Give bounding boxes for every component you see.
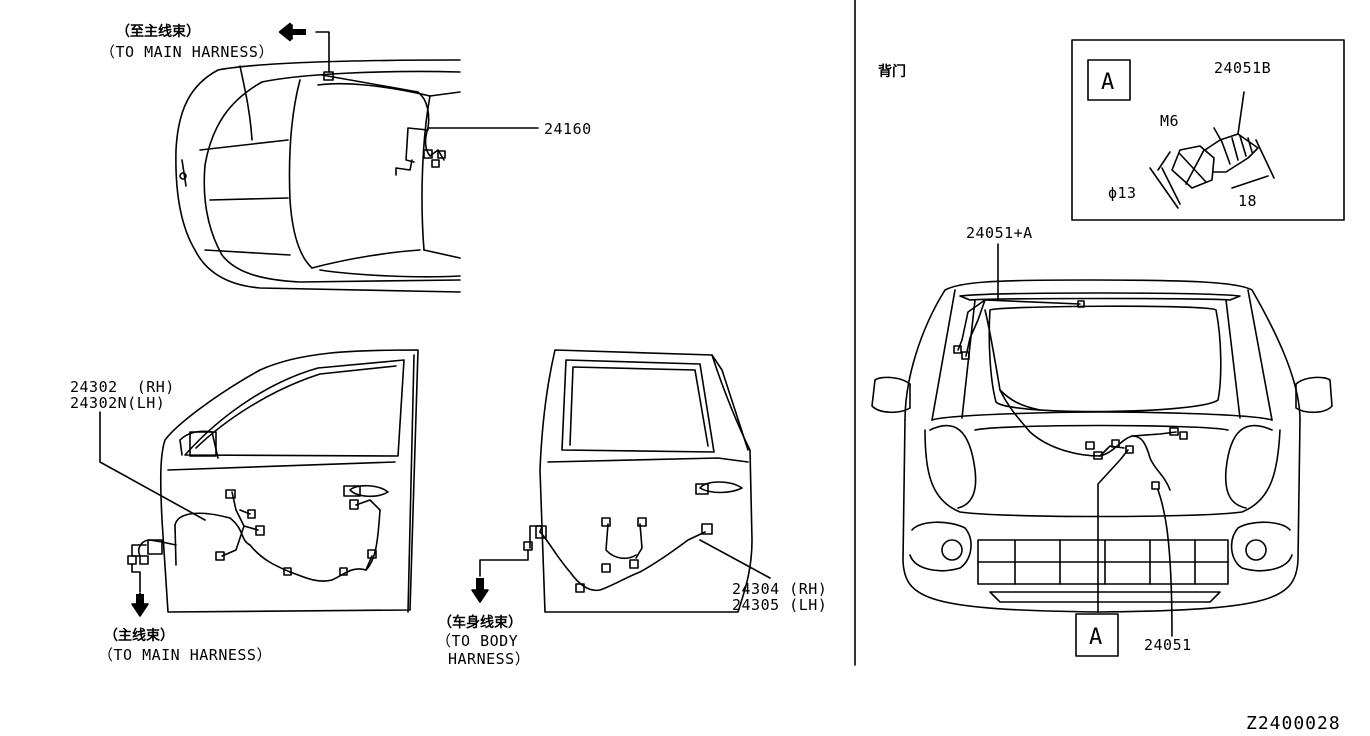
bolt-drawing: [1149, 91, 1275, 209]
front-main-harness-en: （TO MAIN HARNESS）: [98, 646, 272, 664]
hood-part-number: 24160: [544, 120, 592, 138]
top-main-harness-en: （TO MAIN HARNESS）: [100, 43, 274, 61]
detail-box: [1071, 39, 1345, 221]
top-main-harness-cn: （至主线束）: [116, 23, 200, 40]
back-tag-leader: [1097, 449, 1129, 613]
rear-door-leader: [699, 539, 771, 579]
detail-tag: A: [1101, 70, 1114, 95]
back-part-leader: [1157, 489, 1173, 637]
bolt-diameter: ϕ13: [1108, 184, 1137, 202]
front-door-part-rh: 24302 (RH): [70, 378, 175, 396]
front-main-harness-cn: （主线束）: [104, 627, 174, 644]
bolt-length: 18: [1238, 192, 1257, 210]
rear-door-part-lh: 24305 (LH): [732, 596, 827, 614]
rear-body-harness-en-2: HARNESS）: [448, 650, 530, 668]
rear-body-harness-leader: [479, 549, 529, 577]
top-main-harness-leader: [315, 31, 330, 73]
back-harness-part: 24051+A: [966, 224, 1033, 242]
diagram-code: Z2400028: [1246, 713, 1341, 734]
hood-drawing: [175, 59, 461, 293]
front-door-drawing: [127, 349, 419, 613]
front-door-part-lh: 24302N(LH): [70, 394, 165, 412]
back-part-number: 24051: [1144, 636, 1192, 654]
rear-door-drawing: [523, 349, 753, 613]
back-tag-box: [1075, 613, 1119, 657]
rear-body-harness-cn: （车身线束）: [438, 614, 522, 631]
rear-door-part-rh: 24304 (RH): [732, 580, 827, 598]
back-door-drawing: [871, 279, 1333, 613]
rear-body-harness-en-1: （TO BODY: [436, 632, 518, 650]
bolt-thread-size: M6: [1160, 112, 1179, 130]
front-door-leader: [99, 411, 206, 521]
front-main-harness-leader: [131, 563, 141, 593]
detail-tag-box: [1087, 59, 1131, 101]
back-tag: A: [1089, 625, 1102, 650]
back-door-title: 背门: [878, 63, 906, 80]
bolt-part-number: 24051B: [1214, 59, 1271, 77]
